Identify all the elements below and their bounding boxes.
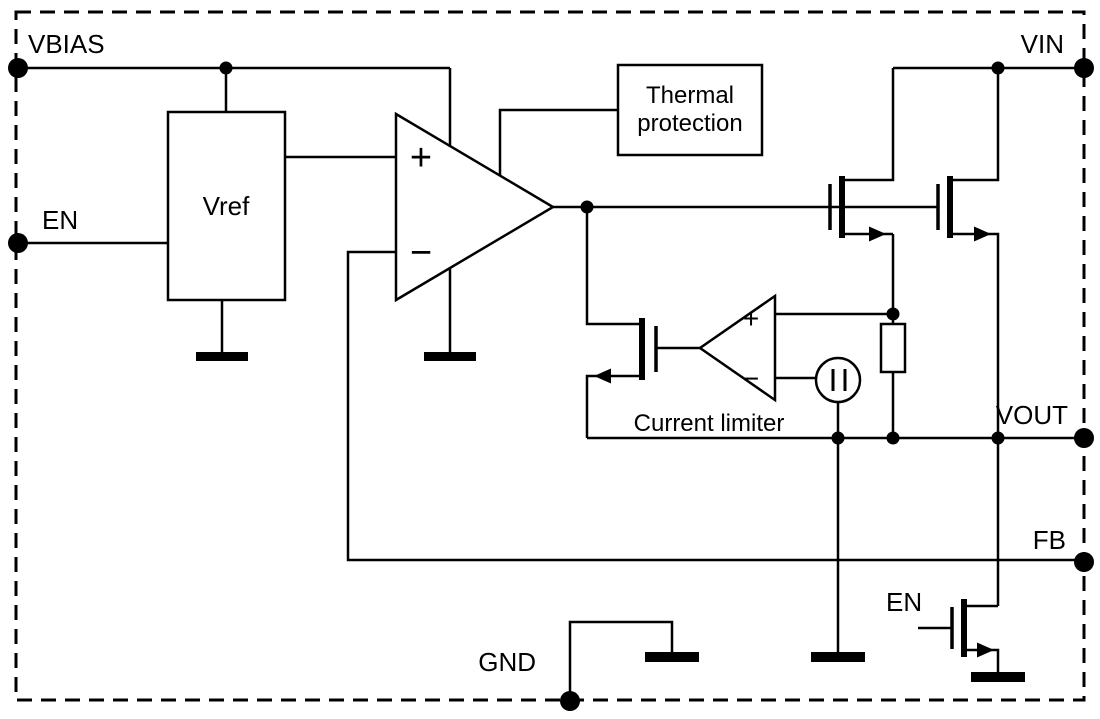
current-source-circle xyxy=(814,356,862,404)
pin-vin xyxy=(1074,58,1094,78)
junction-dot xyxy=(886,307,900,321)
wire-limiter-source xyxy=(585,374,642,438)
ground-symbol-gnd-pin xyxy=(645,652,699,662)
pin-vout xyxy=(1074,428,1094,448)
pin-label-en: EN xyxy=(42,205,78,235)
thermal-protection-block xyxy=(616,63,764,157)
vref-label: Vref xyxy=(203,191,250,221)
thermal-protection-label-line1: Thermal xyxy=(646,82,734,109)
ic-boundary xyxy=(14,10,1086,702)
pin-label-vin: VIN xyxy=(1021,29,1064,59)
junction-dot xyxy=(991,61,1005,75)
pin-vbias xyxy=(8,58,28,78)
comparator-plus-sign: + xyxy=(743,303,759,334)
thermal-protection-label-line2: protection xyxy=(637,110,742,137)
comparator-minus-sign: − xyxy=(743,363,759,394)
current-source-symbol xyxy=(831,369,847,391)
error-amp-minus-sign: − xyxy=(410,232,432,274)
wire-gnd-pin-trace xyxy=(568,620,674,701)
wire-thermal-protection xyxy=(498,108,618,176)
ground-symbol-current-source xyxy=(811,652,865,662)
junction-dot xyxy=(580,200,594,214)
error-amp-plus-sign: + xyxy=(410,137,432,179)
discharge-en-label: EN xyxy=(886,587,922,617)
error-amplifier-triangle xyxy=(394,111,556,303)
wire-feedback-net xyxy=(346,250,1084,562)
junction-dot xyxy=(219,61,233,75)
wire-pass-fet-leads xyxy=(950,68,1000,606)
vref-block xyxy=(166,110,287,302)
wire-sense-fet-leads xyxy=(842,68,895,236)
wire-discharge-fet-leads xyxy=(964,604,1000,672)
pin-label-vout: VOUT xyxy=(996,400,1068,430)
pin-label-vbias: VBIAS xyxy=(28,29,105,59)
discharge-nmos-arrow-icon xyxy=(977,642,994,658)
pass-pmos-arrow-icon xyxy=(974,226,991,242)
pin-gnd xyxy=(560,691,580,711)
ground-symbol-vref xyxy=(196,352,248,361)
sense-pmos-arrow-icon xyxy=(869,226,886,242)
junction-dot xyxy=(991,431,1005,445)
current-limit-comparator-triangle xyxy=(697,293,777,403)
wire-vbias-net xyxy=(18,66,452,147)
wire-limiter-drain xyxy=(585,207,642,326)
ground-symbol-amp xyxy=(424,352,476,361)
junction-dot xyxy=(886,431,900,445)
junction-dot xyxy=(831,431,845,445)
pin-en xyxy=(8,233,28,253)
pin-label-fb: FB xyxy=(1033,525,1066,555)
pin-label-gnd: GND xyxy=(478,647,536,677)
current-limiter-label: Current limiter xyxy=(634,410,785,437)
pin-fb xyxy=(1074,552,1094,572)
ground-symbol-discharge xyxy=(971,672,1025,682)
limiter-nmos-arrow-icon xyxy=(594,368,611,384)
sense-resistor xyxy=(879,322,907,374)
